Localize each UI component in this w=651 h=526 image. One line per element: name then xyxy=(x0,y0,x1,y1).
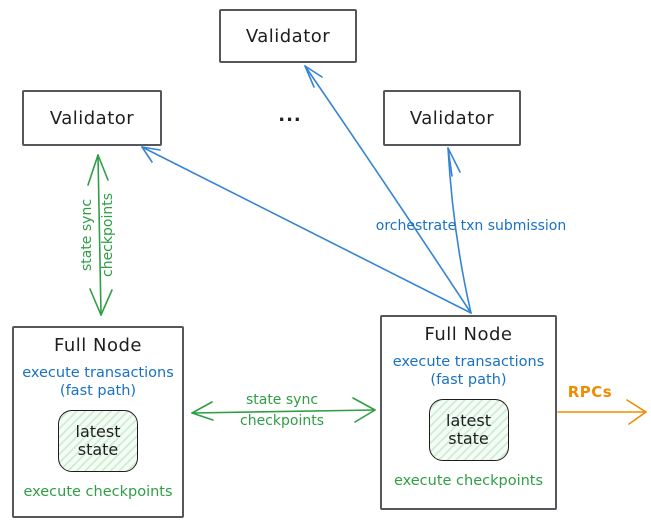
fullnode-right-checkpoints-label: execute checkpoints xyxy=(393,473,544,490)
fullnode-left-title: Full Node xyxy=(54,335,142,356)
fullnode-left-fast-path: execute transactions (fast path) xyxy=(22,364,174,400)
fullnode-left-state-line2: state xyxy=(77,440,119,460)
arrow-state-sync-left xyxy=(87,154,113,316)
fullnode-right-fast-line2: (fast path) xyxy=(430,372,507,389)
state-sync-middle-label-line2: checkpoints xyxy=(240,413,324,429)
arrow-rpcs xyxy=(557,399,647,425)
validator-left-box: Validator xyxy=(22,90,162,146)
validator-right-label: Validator xyxy=(409,107,495,129)
validator-right-box: Validator xyxy=(383,90,521,146)
arrow-orchestrate-to-right-validator xyxy=(447,147,472,314)
fullnode-left-box: Full Node execute transactions (fast pat… xyxy=(12,326,184,518)
fullnode-left-latest-state-box: latest state xyxy=(58,410,138,473)
orchestrate-txn-label: orchestrate txn submission xyxy=(375,218,567,234)
fullnode-left-checkpoints-label: execute checkpoints xyxy=(23,484,173,501)
state-sync-left-label-line2: checkpoints xyxy=(100,193,116,277)
validators-ellipsis: ... xyxy=(278,105,302,126)
fullnode-right-state-line1: latest xyxy=(446,410,491,430)
fullnode-right-box: Full Node execute transactions (fast pat… xyxy=(380,315,557,510)
fullnode-right-fast-path: execute transactions (fast path) xyxy=(393,353,545,389)
state-sync-middle-label-line1: state sync xyxy=(245,392,319,408)
validator-top-label: Validator xyxy=(245,25,331,47)
fullnode-left-state-line1: latest xyxy=(75,421,121,441)
fullnode-right-title: Full Node xyxy=(424,324,513,345)
arrow-orchestrate-to-left-validator xyxy=(141,146,472,314)
validator-top-box: Validator xyxy=(219,9,357,63)
fullnode-left-fast-line2: (fast path) xyxy=(59,383,137,400)
arrow-orchestrate-to-top-validator xyxy=(304,65,472,314)
validator-left-label: Validator xyxy=(49,107,135,129)
state-sync-left-label: state sync checkpoints xyxy=(77,150,121,320)
fullnode-right-state-line2: state xyxy=(448,429,489,449)
state-sync-left-label-line1: state sync xyxy=(79,198,95,272)
fullnode-right-latest-state-box: latest state xyxy=(428,399,509,462)
arrow-state-sync-middle xyxy=(191,397,376,423)
fullnode-left-fast-line1: execute transactions xyxy=(22,365,174,381)
fullnode-right-fast-line1: execute transactions xyxy=(392,354,545,370)
rpcs-label: RPCs xyxy=(567,383,613,401)
